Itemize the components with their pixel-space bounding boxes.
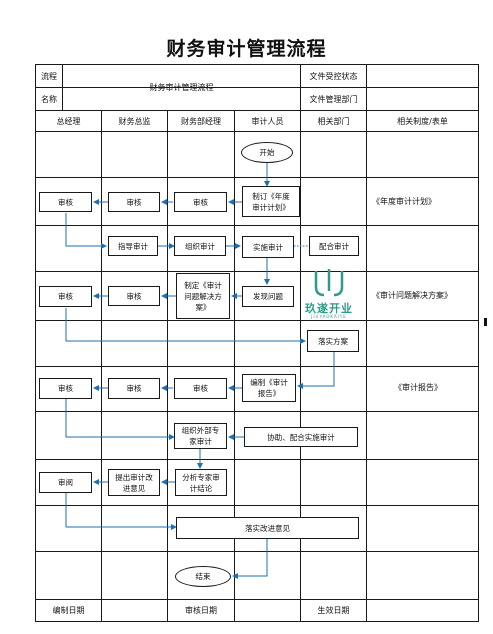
page-title: 财务审计管理流程 — [166, 38, 327, 60]
label-name: 名称 — [41, 94, 57, 104]
column-header-related-forms: 相关制度/表单 — [397, 116, 448, 126]
propose-improvement-node: 提出审计改进意见 — [108, 469, 160, 496]
implement-solution-node: 落实方案 — [307, 330, 359, 352]
flow-name: 财务审计管理流程 — [149, 83, 214, 92]
cooperate-audit-node: 配合审计 — [309, 236, 359, 256]
guide-audit-node: 指导审计 — [108, 236, 158, 256]
finance-director-review-1: 审核 — [108, 192, 160, 212]
finance-manager-review-3: 审核 — [174, 378, 227, 399]
assist-external-audit-node: 协助、配合实施审计 — [244, 427, 358, 447]
column-header-finance-director: 财务总监 — [118, 116, 151, 126]
column-header-related-dept: 相关部门 — [317, 116, 350, 126]
find-problem-node: 发现问题 — [242, 286, 294, 307]
finance-director-review-3: 审核 — [108, 378, 160, 399]
gm-read-node: 审阅 — [39, 472, 92, 493]
ref-annual-plan: 《年度审计计划》 — [372, 197, 436, 206]
implement-audit-node: 实施审计 — [242, 236, 294, 258]
footer-compile-date: 编制日期 — [52, 606, 85, 615]
column-header-gm: 总经理 — [56, 116, 81, 126]
gm-review-2: 审核 — [39, 286, 92, 307]
gm-review-1: 审核 — [39, 192, 92, 212]
ref-report: 《审计报告》 — [394, 383, 442, 392]
make-annual-plan-node: 制订《年度审计计划》 — [242, 186, 300, 217]
file-control-status: 文件受控状态 — [309, 71, 358, 81]
implement-improvement-node: 落实改进意见 — [176, 517, 359, 539]
column-header-finance-manager: 财务部经理 — [181, 116, 221, 126]
footer-effective-date: 生效日期 — [317, 606, 350, 615]
watermark-logo-text: 玖遂开业 — [305, 302, 353, 315]
column-header-auditor: 审计人员 — [251, 116, 284, 126]
footer-review-date: 审核日期 — [185, 606, 217, 615]
write-report-node: 编制《审计报告》 — [242, 374, 296, 402]
organize-external-audit-node: 组织外部专家审计 — [174, 423, 227, 449]
file-management-dept: 文件管理部门 — [309, 94, 358, 104]
make-solution-node: 制定《审计问题解决方案》 — [176, 273, 230, 319]
finance-director-review-2: 审核 — [108, 286, 160, 306]
gm-review-3: 审核 — [39, 378, 92, 399]
watermark-logo-subtext: JIUYAOKAIYE — [311, 314, 347, 319]
end-node: 结束 — [175, 566, 231, 587]
start-node: 开始 — [241, 142, 293, 163]
edge-marker — [484, 318, 487, 326]
organize-audit-node: 组织审计 — [174, 236, 226, 256]
ref-solution: 《审计问题解决方案》 — [372, 291, 452, 300]
watermark-logo-icon — [314, 269, 344, 297]
analyze-expert-conclusion-node: 分析专家审计结论 — [175, 469, 227, 496]
finance-manager-review-1: 审核 — [174, 192, 227, 212]
label-flow: 流程 — [41, 71, 57, 81]
